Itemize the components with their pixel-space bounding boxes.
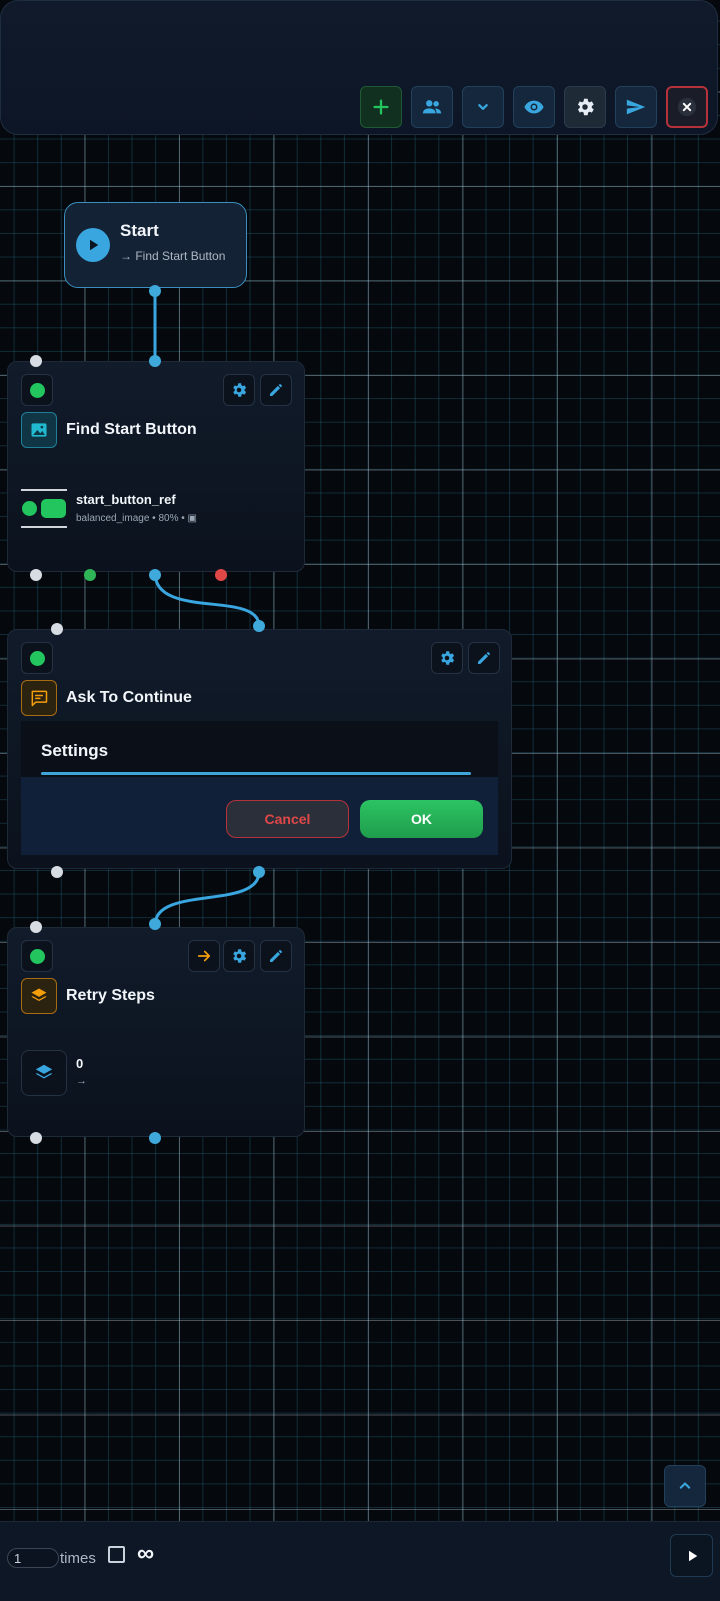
start-node-title: Start xyxy=(120,221,159,240)
pencil-icon xyxy=(478,652,490,664)
retry-steps-node[interactable]: Retry Steps 0 → xyxy=(7,927,305,1137)
output-port-left[interactable] xyxy=(30,1132,42,1144)
input-port-left[interactable] xyxy=(30,355,42,367)
arrow-right-icon xyxy=(197,950,211,962)
gear-icon xyxy=(577,98,594,116)
times-label: times xyxy=(60,1550,96,1567)
dropdown-button[interactable] xyxy=(462,86,504,128)
layers-icon xyxy=(35,1064,53,1079)
settings-button[interactable] xyxy=(564,86,606,128)
gear-icon xyxy=(233,383,247,397)
infinity-label: ∞ xyxy=(137,1540,155,1567)
image-meta: balanced_image • 80% • ▣ xyxy=(76,513,197,524)
input-port-left[interactable] xyxy=(30,921,42,933)
node-title: Find Start Button xyxy=(66,421,197,438)
pencil-icon xyxy=(270,384,282,396)
chevron-up-icon xyxy=(679,1482,691,1489)
settings-dialog-actions: Cancel OK xyxy=(21,777,498,855)
input-port[interactable] xyxy=(253,620,265,632)
chevron-down-icon xyxy=(478,104,488,110)
retry-target-arrow: → xyxy=(76,1075,87,1087)
node-status-indicator xyxy=(21,940,53,972)
run-button[interactable] xyxy=(670,1534,713,1577)
retry-count: 0 xyxy=(76,1056,84,1071)
users-button[interactable] xyxy=(411,86,453,128)
settings-dialog-title: Settings xyxy=(41,741,109,760)
input-port-left[interactable] xyxy=(51,623,63,635)
node-title: Ask To Continue xyxy=(66,689,192,706)
preview-button[interactable] xyxy=(513,86,555,128)
message-icon xyxy=(21,680,57,716)
output-port-left[interactable] xyxy=(51,866,63,878)
settings-dialog-divider xyxy=(41,772,471,775)
send-icon xyxy=(626,99,646,115)
bottom-run-bar: times ∞ xyxy=(0,1521,720,1601)
status-led xyxy=(29,382,45,398)
layers-icon xyxy=(21,978,57,1014)
find-start-button-node[interactable]: Find Start Button start_button_ref balan… xyxy=(7,361,305,572)
node-goto-button[interactable] xyxy=(188,940,220,972)
output-port-left[interactable] xyxy=(30,569,42,581)
reference-image-thumbnail xyxy=(21,489,67,528)
close-icon xyxy=(677,97,697,117)
play-icon xyxy=(688,1550,697,1561)
ok-button[interactable]: OK xyxy=(360,800,483,838)
image-name: start_button_ref xyxy=(76,492,176,507)
scroll-to-top-button[interactable] xyxy=(664,1465,706,1507)
output-port-next[interactable] xyxy=(149,569,161,581)
node-status-indicator xyxy=(21,642,53,674)
start-node-subtitle: → Find Start Button xyxy=(120,249,226,263)
output-port-not-found[interactable] xyxy=(215,569,227,581)
status-led xyxy=(29,650,45,666)
close-button[interactable] xyxy=(666,86,708,128)
node-status-indicator xyxy=(21,374,53,406)
cancel-button[interactable]: Cancel xyxy=(226,800,349,838)
start-output-port[interactable] xyxy=(149,285,161,297)
input-port[interactable] xyxy=(149,355,161,367)
top-toolbar xyxy=(0,0,718,135)
node-edit-button[interactable] xyxy=(260,374,292,406)
node-edit-button[interactable] xyxy=(260,940,292,972)
node-settings-button[interactable] xyxy=(431,642,463,674)
image-icon xyxy=(21,412,57,448)
gear-icon xyxy=(233,949,247,963)
add-button[interactable] xyxy=(360,86,402,128)
settings-dialog-header: Settings xyxy=(21,721,498,785)
status-led xyxy=(29,948,45,964)
node-settings-button[interactable] xyxy=(223,940,255,972)
start-node[interactable]: Start → Find Start Button xyxy=(64,202,247,288)
output-port-found[interactable] xyxy=(84,569,96,581)
input-port[interactable] xyxy=(149,918,161,930)
play-icon xyxy=(76,228,110,262)
plus-icon xyxy=(373,99,389,115)
send-button[interactable] xyxy=(615,86,657,128)
node-title: Retry Steps xyxy=(66,987,155,1004)
repeat-count-input[interactable] xyxy=(7,1548,59,1568)
output-port[interactable] xyxy=(149,1132,161,1144)
node-settings-button[interactable] xyxy=(223,374,255,406)
infinite-checkbox[interactable] xyxy=(108,1546,125,1563)
ask-to-continue-node[interactable]: Ask To Continue Settings Cancel OK xyxy=(7,629,512,869)
gear-icon xyxy=(441,651,455,665)
people-icon xyxy=(422,100,442,114)
node-edit-button[interactable] xyxy=(468,642,500,674)
retry-count-icon xyxy=(21,1050,67,1096)
pencil-icon xyxy=(270,950,282,962)
eye-icon xyxy=(524,100,544,114)
output-port[interactable] xyxy=(253,866,265,878)
